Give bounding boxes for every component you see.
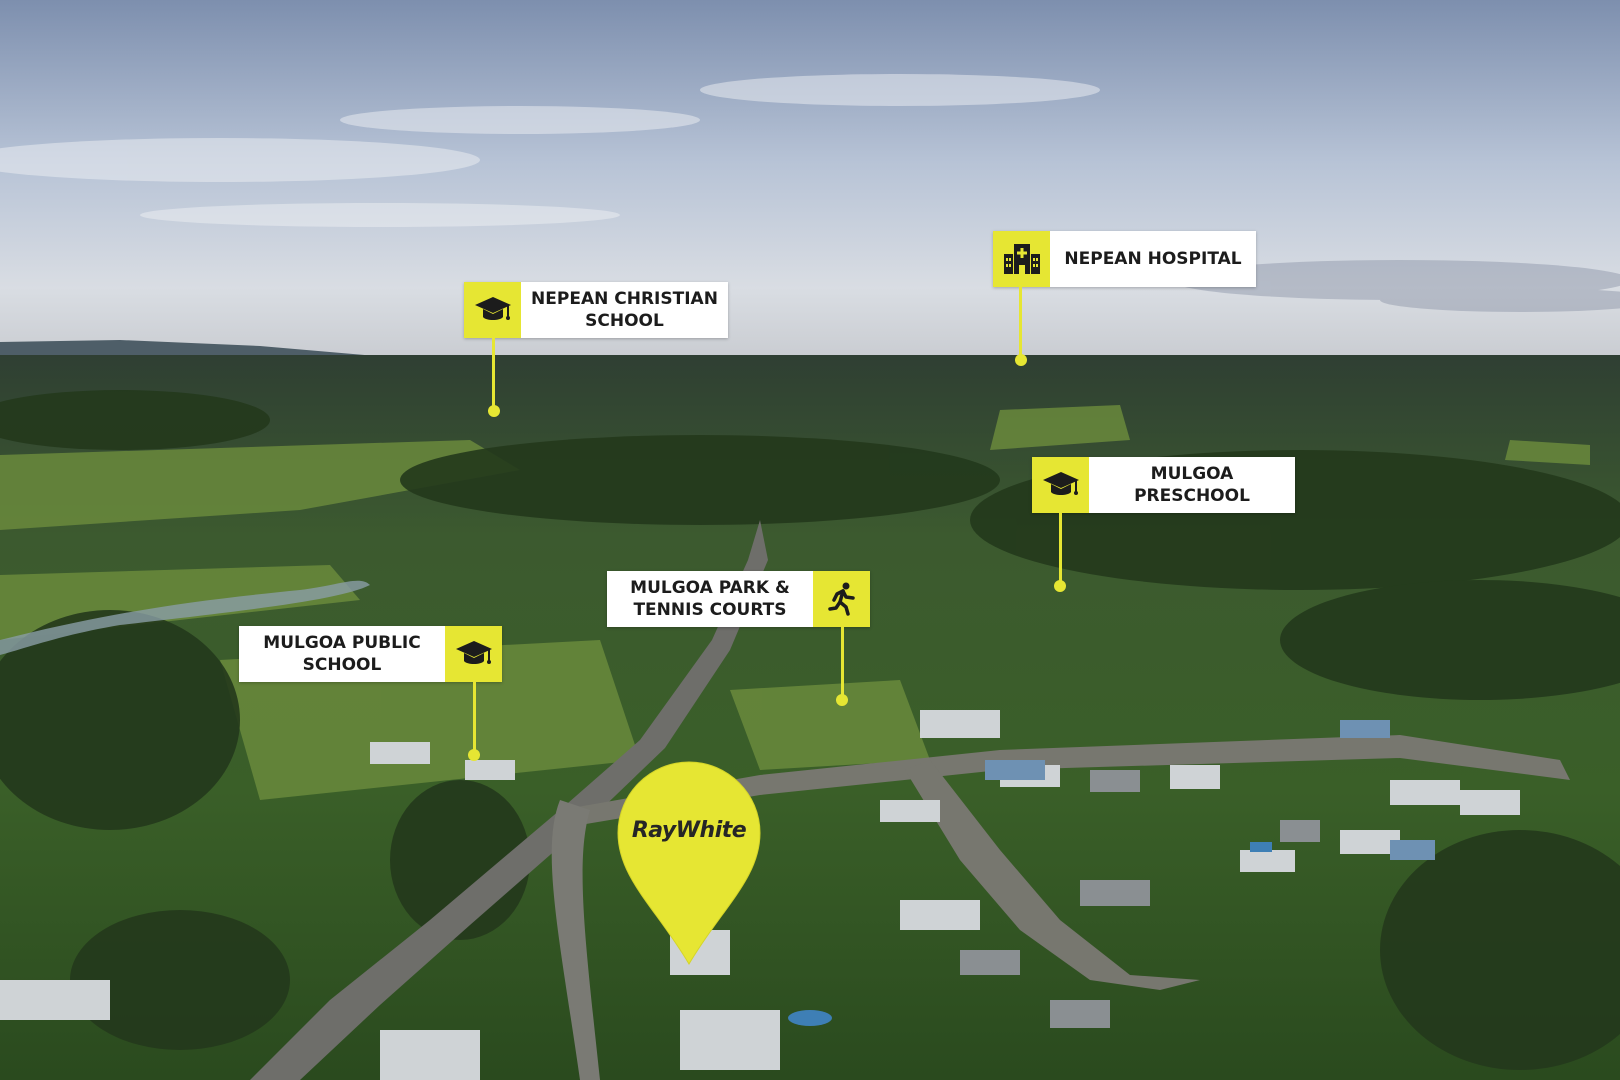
callout-label: NEPEAN CHRISTIAN SCHOOL: [531, 289, 718, 331]
location-dot: [1054, 580, 1066, 592]
callout-mulgoa-public-school[interactable]: MULGOA PUBLIC SCHOOL: [239, 626, 502, 682]
ray-white-logo-text: RayWhite: [631, 818, 747, 843]
callout-stem: [473, 682, 476, 754]
location-dot: [1015, 354, 1027, 366]
icon-box: [1032, 457, 1089, 513]
callout-stem: [841, 627, 844, 699]
callout-stem: [492, 338, 495, 408]
hospital-icon: [1003, 244, 1040, 274]
callout-mulgoa-preschool[interactable]: MULGOA PRESCHOOL: [1032, 457, 1295, 513]
graduation-cap-icon: [1042, 472, 1079, 495]
icon-box: [993, 231, 1050, 287]
callout-nepean-hospital[interactable]: NEPEAN HOSPITAL: [993, 231, 1256, 287]
icon-box: [464, 282, 521, 338]
callout-stem: [1019, 287, 1022, 356]
icon-box: [813, 571, 870, 627]
callout-label: MULGOA PUBLIC SCHOOL: [263, 633, 421, 675]
location-dot: [836, 694, 848, 706]
callout-stem: [1059, 513, 1062, 585]
location-dot: [488, 405, 500, 417]
graduation-cap-icon: [474, 297, 511, 320]
location-dot: [468, 749, 480, 761]
callout-nepean-christian-school[interactable]: NEPEAN CHRISTIAN SCHOOL: [464, 282, 728, 338]
callout-label: NEPEAN HOSPITAL: [1064, 249, 1242, 269]
callout-label: MULGOA PARK & TENNIS COURTS: [630, 578, 790, 620]
running-person-icon: [827, 582, 855, 616]
graduation-cap-icon: [455, 641, 492, 664]
callout-mulgoa-park-tennis-courts[interactable]: MULGOA PARK & TENNIS COURTS: [607, 571, 870, 627]
property-location-pin[interactable]: [614, 758, 764, 968]
icon-box: [445, 626, 502, 682]
callout-label: MULGOA PRESCHOOL: [1134, 464, 1250, 506]
